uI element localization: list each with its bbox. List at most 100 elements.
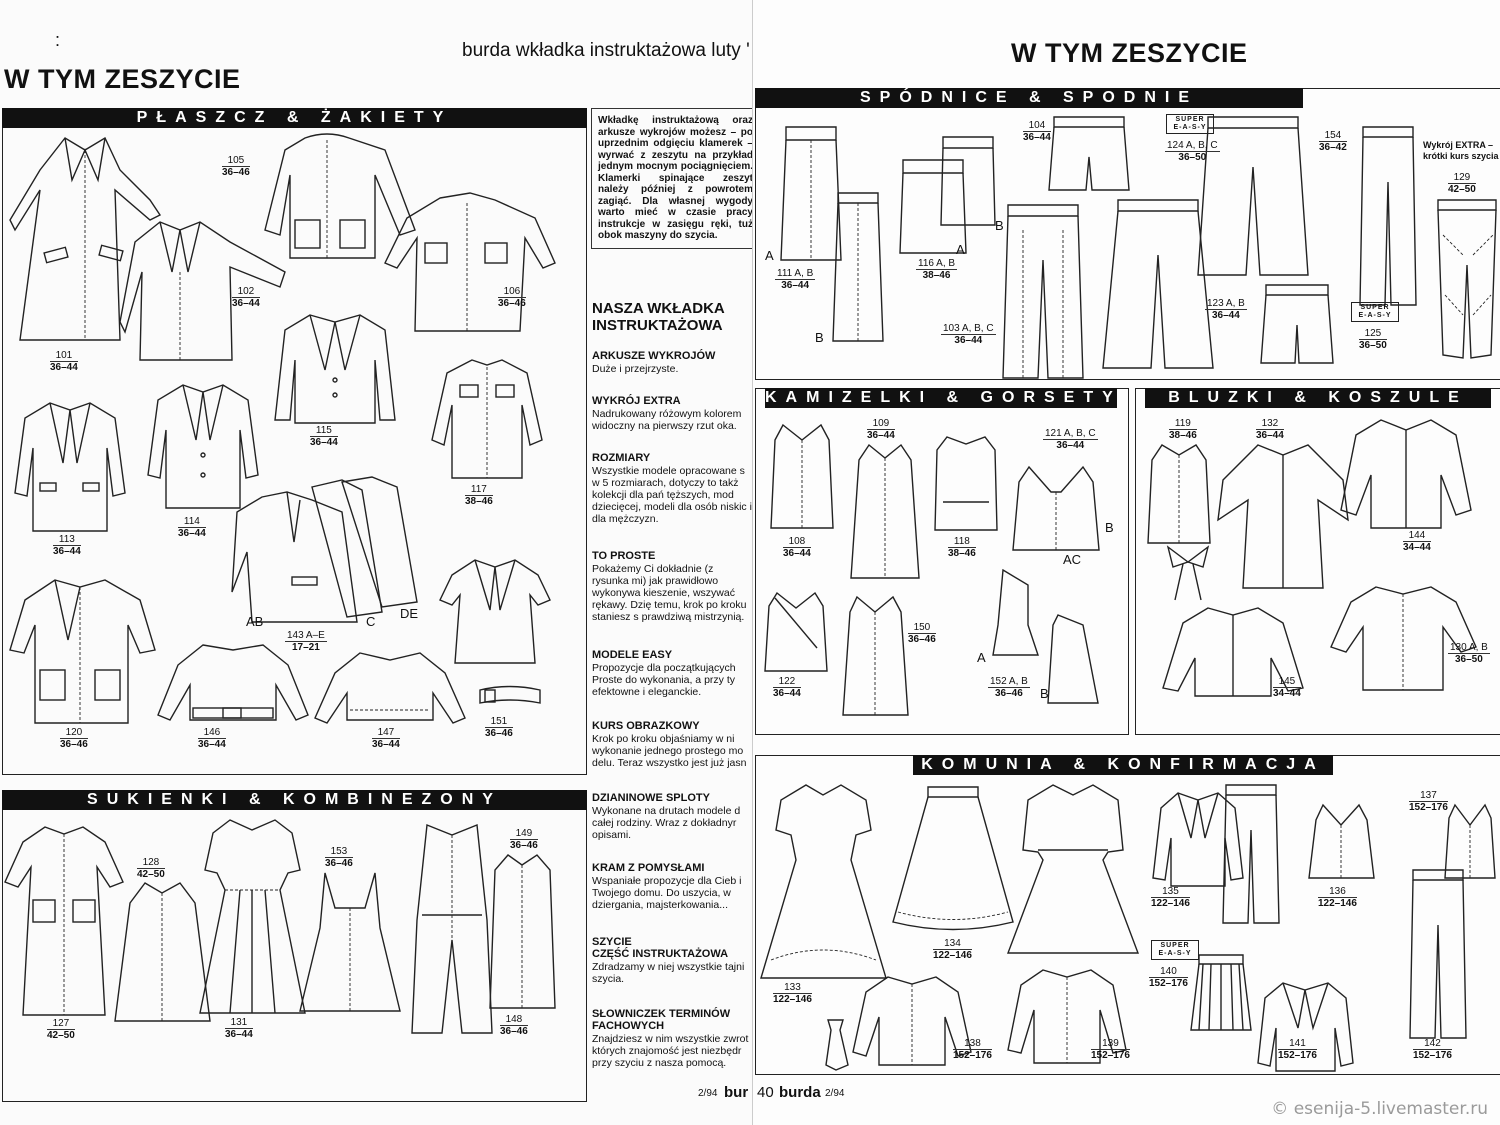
skirt-116b-drawing xyxy=(940,136,996,226)
jacket-146-drawing xyxy=(157,644,309,721)
vest-121-drawing xyxy=(1012,465,1100,551)
variant-letter-de: DE xyxy=(400,606,419,621)
blazer-113-drawing xyxy=(14,402,126,532)
super-easy-badge: SUPER E-A-S-Y xyxy=(1166,114,1214,134)
trousers-154-drawing xyxy=(1359,126,1417,306)
tie-138-drawing xyxy=(825,1019,849,1071)
bow-132-drawing xyxy=(1166,545,1210,601)
watermark: © esenija-5.livemaster.ru xyxy=(1271,1099,1488,1119)
variant-letter: B xyxy=(1040,686,1049,701)
shirt-139-drawing xyxy=(1007,969,1127,1064)
shirt-138-drawing xyxy=(852,976,972,1066)
section-bar-dresses: SUKIENKI & KOMBINEZONY xyxy=(2,790,587,810)
variant-letter: AC xyxy=(1063,552,1082,567)
dress-134-drawing xyxy=(1006,784,1140,954)
folio-brand: burda xyxy=(779,1084,821,1101)
variant-letter: A xyxy=(765,248,774,263)
insert-title: NASZA WKŁADKA INSTRUKTAŻOWA xyxy=(592,300,725,334)
trousers-103a-drawing xyxy=(1002,204,1084,379)
page-marker: : xyxy=(55,30,61,50)
jacket-102-drawing xyxy=(119,221,286,361)
variant-letter: B xyxy=(995,218,1004,233)
folio-page-number: 40 xyxy=(757,1084,774,1101)
vest-136-drawing xyxy=(1308,803,1375,879)
dress-153-drawing xyxy=(299,872,401,1012)
extra-note: Wykrój EXTRA – krótki kurs szycia xyxy=(1423,140,1499,161)
jacket-141-drawing xyxy=(1257,982,1354,1072)
folio-date: 2/94 xyxy=(825,1088,845,1099)
section-bar-communion: KOMUNIA & KONFIRMACJA xyxy=(913,755,1333,775)
shirt-jacket-106-drawing xyxy=(384,192,556,332)
variant-letter-ab: AB xyxy=(246,614,264,629)
blazer-115-drawing xyxy=(274,314,396,424)
shorts-104-drawing xyxy=(1048,116,1130,191)
vest-137-drawing xyxy=(1444,803,1496,879)
jacket-117-drawing xyxy=(431,359,543,479)
trousers-103b-drawing xyxy=(1102,199,1214,369)
vest-108-drawing xyxy=(770,423,834,529)
folio-date: 2/94 xyxy=(698,1088,718,1099)
jumpsuit-149-drawing xyxy=(411,824,493,1034)
blouse-145-drawing xyxy=(1162,607,1304,697)
shorts-123-drawing xyxy=(1260,284,1334,364)
left-page: : burda wkładka instruktażowa luty ' W T… xyxy=(2,30,752,1102)
super-easy-badge: SUPER E-A-S-Y xyxy=(1351,302,1399,322)
vest-dress-148-drawing xyxy=(489,854,556,1009)
folio-brand: bur xyxy=(724,1084,749,1101)
coat-120-drawing xyxy=(9,579,156,724)
coat-dress-127-drawing xyxy=(4,826,124,1016)
section-bar-vests: KAMIZELKI & GORSETY xyxy=(765,388,1122,408)
variant-letter-c: C xyxy=(366,614,376,629)
dress-133-drawing xyxy=(760,784,887,979)
trousers-142-drawing xyxy=(1409,869,1467,1039)
section-bar-blouses: BLUZKI & KOSZULE xyxy=(1145,388,1491,408)
page-header: burda wkładka instruktażowa luty ' xyxy=(462,40,750,61)
section-bar-skirts: SPÓDNICE & SPODNIE xyxy=(755,88,1303,108)
dress-151-drawing xyxy=(439,559,551,664)
variant-letter: B xyxy=(815,330,824,345)
trousers-129-drawing xyxy=(1437,199,1497,359)
trousers-135-drawing xyxy=(1222,784,1280,924)
variant-letter: B xyxy=(1105,520,1114,535)
vest-119-drawing xyxy=(1147,444,1211,544)
